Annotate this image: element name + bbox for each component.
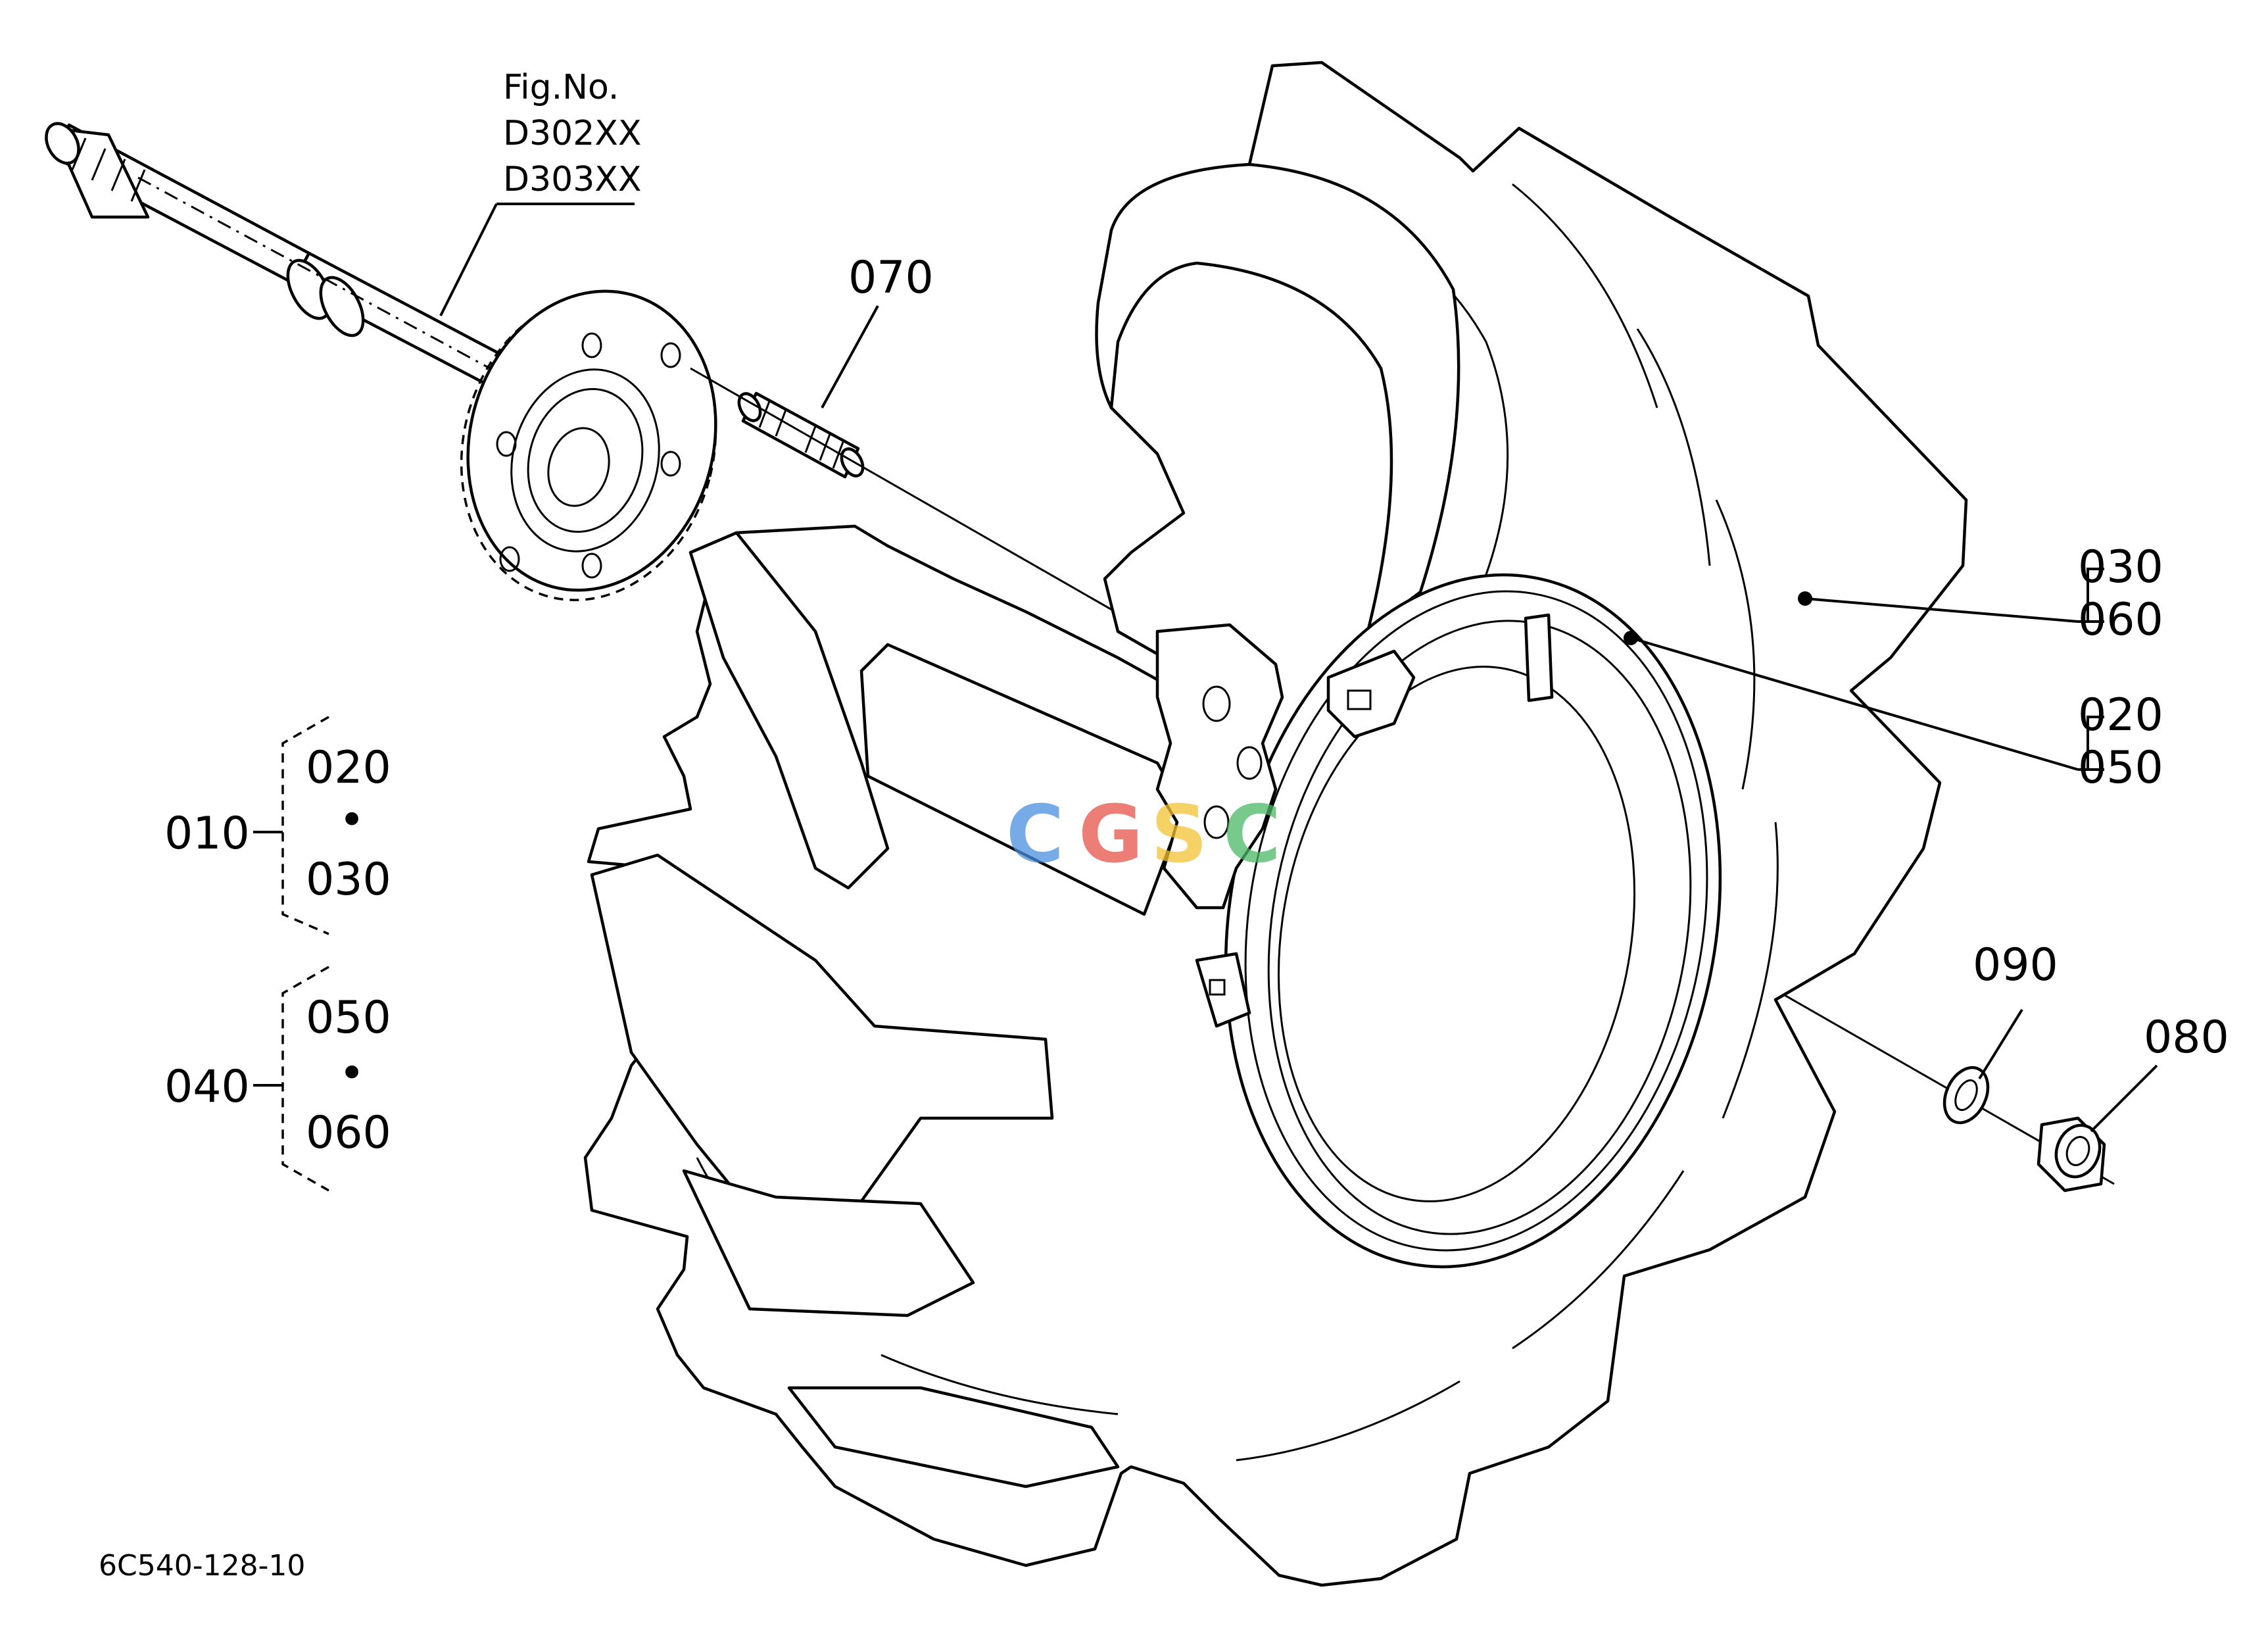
assembly-010-separator: • <box>339 795 365 847</box>
assembly-040-bracket <box>253 966 329 1192</box>
callout-030: 030 <box>2078 541 2163 593</box>
assembly-040-id: 040 <box>164 1061 250 1113</box>
fig-no-label: Fig.No. <box>503 68 619 107</box>
callout-060: 060 <box>2078 594 2163 646</box>
rim-bracket <box>2078 716 2104 771</box>
fig-leader-diagonal <box>439 203 498 316</box>
nut-leader <box>2090 1064 2158 1133</box>
assembly-010-member-2: 030 <box>306 854 391 906</box>
shaft-centerline <box>137 176 491 370</box>
watermark-letter-s: S <box>1151 789 1207 881</box>
callout-050: 050 <box>2078 742 2163 794</box>
assembly-040-member-2: 060 <box>306 1107 391 1159</box>
watermark-letter-g: G <box>1078 789 1144 881</box>
fig-number-1: D302XX <box>503 114 642 153</box>
callout-070: 070 <box>848 252 934 304</box>
watermark-letter-c1: C <box>1006 789 1064 881</box>
hub-flange <box>460 289 717 602</box>
stud-bolt <box>737 391 865 479</box>
lock-washer <box>1942 1066 1990 1125</box>
tire-leader <box>1804 597 2079 623</box>
assembly-010-member-1: 020 <box>306 742 391 794</box>
assembly-010-bracket <box>253 716 329 935</box>
fig-number-2: D303XX <box>503 160 642 199</box>
wheel-rim <box>1155 573 1722 1269</box>
drawing-code: 6C540-128-10 <box>99 1549 305 1583</box>
stud-leader <box>821 305 879 408</box>
rim-leader <box>1630 637 2079 771</box>
assembly-010-id: 010 <box>164 808 250 860</box>
watermark-letter-c2: C <box>1223 789 1281 881</box>
washer-leader <box>1978 1008 2023 1080</box>
hex-nut <box>2037 1116 2106 1192</box>
callout-080: 080 <box>2144 1012 2229 1064</box>
callout-090: 090 <box>1973 939 2058 991</box>
callout-020: 020 <box>2078 689 2163 741</box>
axle-shaft <box>45 122 554 413</box>
watermark-logo: C G S C <box>1006 789 1281 881</box>
tire-bracket <box>2078 568 2104 623</box>
assembly-040-member-1: 050 <box>306 992 391 1044</box>
assembly-040-separator: • <box>339 1048 365 1100</box>
